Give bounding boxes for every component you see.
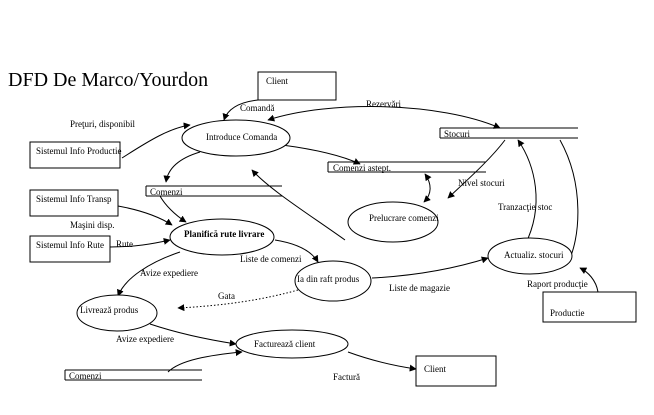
svg-text:Facturează client: Facturează client bbox=[254, 339, 316, 349]
process-introduce-comanda: Introduce Comanda bbox=[181, 119, 291, 157]
flow-introduce-astept bbox=[281, 144, 361, 165]
flow-tranzactie-stoc bbox=[517, 139, 537, 246]
process-planifica-rute: Planifică rute livrare bbox=[169, 218, 275, 256]
entity-sistemul-info-productie: Sistemul Info Productie bbox=[29, 141, 122, 169]
entity-sistemul-info-transp: Sistemul Info Transp bbox=[29, 189, 119, 217]
diagram-title: DFD De Marco/Yourdon bbox=[8, 69, 208, 91]
process-ia-din-raft: Ia din raft produs bbox=[294, 260, 372, 302]
flow-masini-disp bbox=[117, 205, 173, 226]
label-liste-comenzi: Liste de comenzi bbox=[240, 254, 302, 264]
entity-client-bottom: Client bbox=[415, 355, 497, 387]
label-rezervari: Rezervări bbox=[366, 99, 401, 109]
svg-text:Livrează produs: Livrează produs bbox=[80, 305, 139, 315]
flow-comanda bbox=[222, 99, 259, 121]
label-tranzactie-stoc: Tranzacţie stoc bbox=[498, 202, 552, 212]
flow-liste-magazie bbox=[371, 256, 489, 279]
flow-return-introduce bbox=[251, 169, 346, 241]
svg-text:Comenzi: Comenzi bbox=[150, 187, 183, 197]
flow-raport-productie bbox=[579, 267, 599, 293]
label-avize-2: Avize expediere bbox=[116, 334, 174, 344]
process-livreaza-produs: Livrează produs bbox=[76, 294, 158, 332]
flow-astept-prelucrare bbox=[423, 173, 432, 203]
label-masini-disp: Maşini disp. bbox=[70, 220, 115, 230]
label-nivel-stocuri: Nivel stocuri bbox=[458, 178, 505, 188]
label-avize-1: Avize expediere bbox=[140, 268, 198, 278]
label-raport-productie: Raport producţie bbox=[527, 279, 588, 289]
svg-text:Introduce Comanda: Introduce Comanda bbox=[206, 132, 277, 142]
flow-liste-comenzi bbox=[274, 239, 319, 263]
label-liste-magazie: Liste de magazie bbox=[389, 283, 450, 293]
label-comanda: Comandă bbox=[240, 103, 275, 113]
svg-text:Sistemul Info Rute: Sistemul Info Rute bbox=[36, 240, 104, 250]
flow-comenzi-planifica bbox=[159, 195, 187, 223]
entity-productie: Productie bbox=[542, 291, 637, 323]
label-factura: Factură bbox=[333, 372, 360, 382]
flow-avize-1 bbox=[117, 251, 181, 297]
svg-text:Actualiz. stocuri: Actualiz. stocuri bbox=[504, 250, 564, 260]
process-actualiz-stocuri: Actualiz. stocuri bbox=[487, 237, 573, 275]
svg-text:Client: Client bbox=[424, 364, 446, 374]
flow-nivel-stocuri bbox=[447, 139, 506, 199]
process-factureaza-client: Facturează client bbox=[235, 329, 349, 359]
svg-text:Prelucrare comenzi: Prelucrare comenzi bbox=[369, 213, 439, 223]
store-comenzi-mid: Comenzi bbox=[145, 185, 282, 197]
flow-gata bbox=[177, 289, 299, 312]
svg-text:Client: Client bbox=[266, 76, 288, 86]
flow-introduce-comenzi bbox=[163, 151, 201, 183]
label-preturi: Preţuri, disponibil bbox=[70, 119, 135, 129]
svg-text:Sistemul Info Productie: Sistemul Info Productie bbox=[36, 146, 122, 156]
flow-rute bbox=[109, 237, 171, 248]
svg-text:Planifică rute livrare: Planifică rute livrare bbox=[184, 229, 264, 239]
process-prelucrare-comenzi: Prelucrare comenzi bbox=[347, 201, 439, 243]
entity-client-top: Client bbox=[257, 71, 337, 101]
store-stocuri: Stocuri bbox=[439, 127, 578, 139]
flow-rezervari bbox=[267, 106, 501, 129]
flow-comenzi-factura bbox=[167, 349, 243, 373]
svg-text:Productie: Productie bbox=[550, 308, 585, 318]
flow-factura bbox=[347, 351, 417, 372]
label-gata: Gata bbox=[218, 291, 235, 301]
flow-preturi bbox=[121, 122, 191, 159]
svg-text:Comenzi astept.: Comenzi astept. bbox=[333, 163, 391, 173]
flow-stocuri-right bbox=[559, 139, 579, 263]
label-rute: Rute bbox=[116, 239, 133, 249]
store-comenzi-bottom: Comenzi bbox=[64, 369, 202, 381]
svg-text:Ia din raft produs: Ia din raft produs bbox=[297, 274, 360, 284]
store-comenzi-astept: Comenzi astept. bbox=[327, 161, 486, 173]
svg-text:Sistemul Info Transp: Sistemul Info Transp bbox=[36, 194, 112, 204]
svg-text:Comenzi: Comenzi bbox=[69, 371, 102, 381]
svg-text:Stocuri: Stocuri bbox=[444, 129, 470, 139]
flow-avize-2 bbox=[149, 323, 237, 347]
entity-sistemul-info-rute: Sistemul Info Rute bbox=[29, 235, 111, 263]
